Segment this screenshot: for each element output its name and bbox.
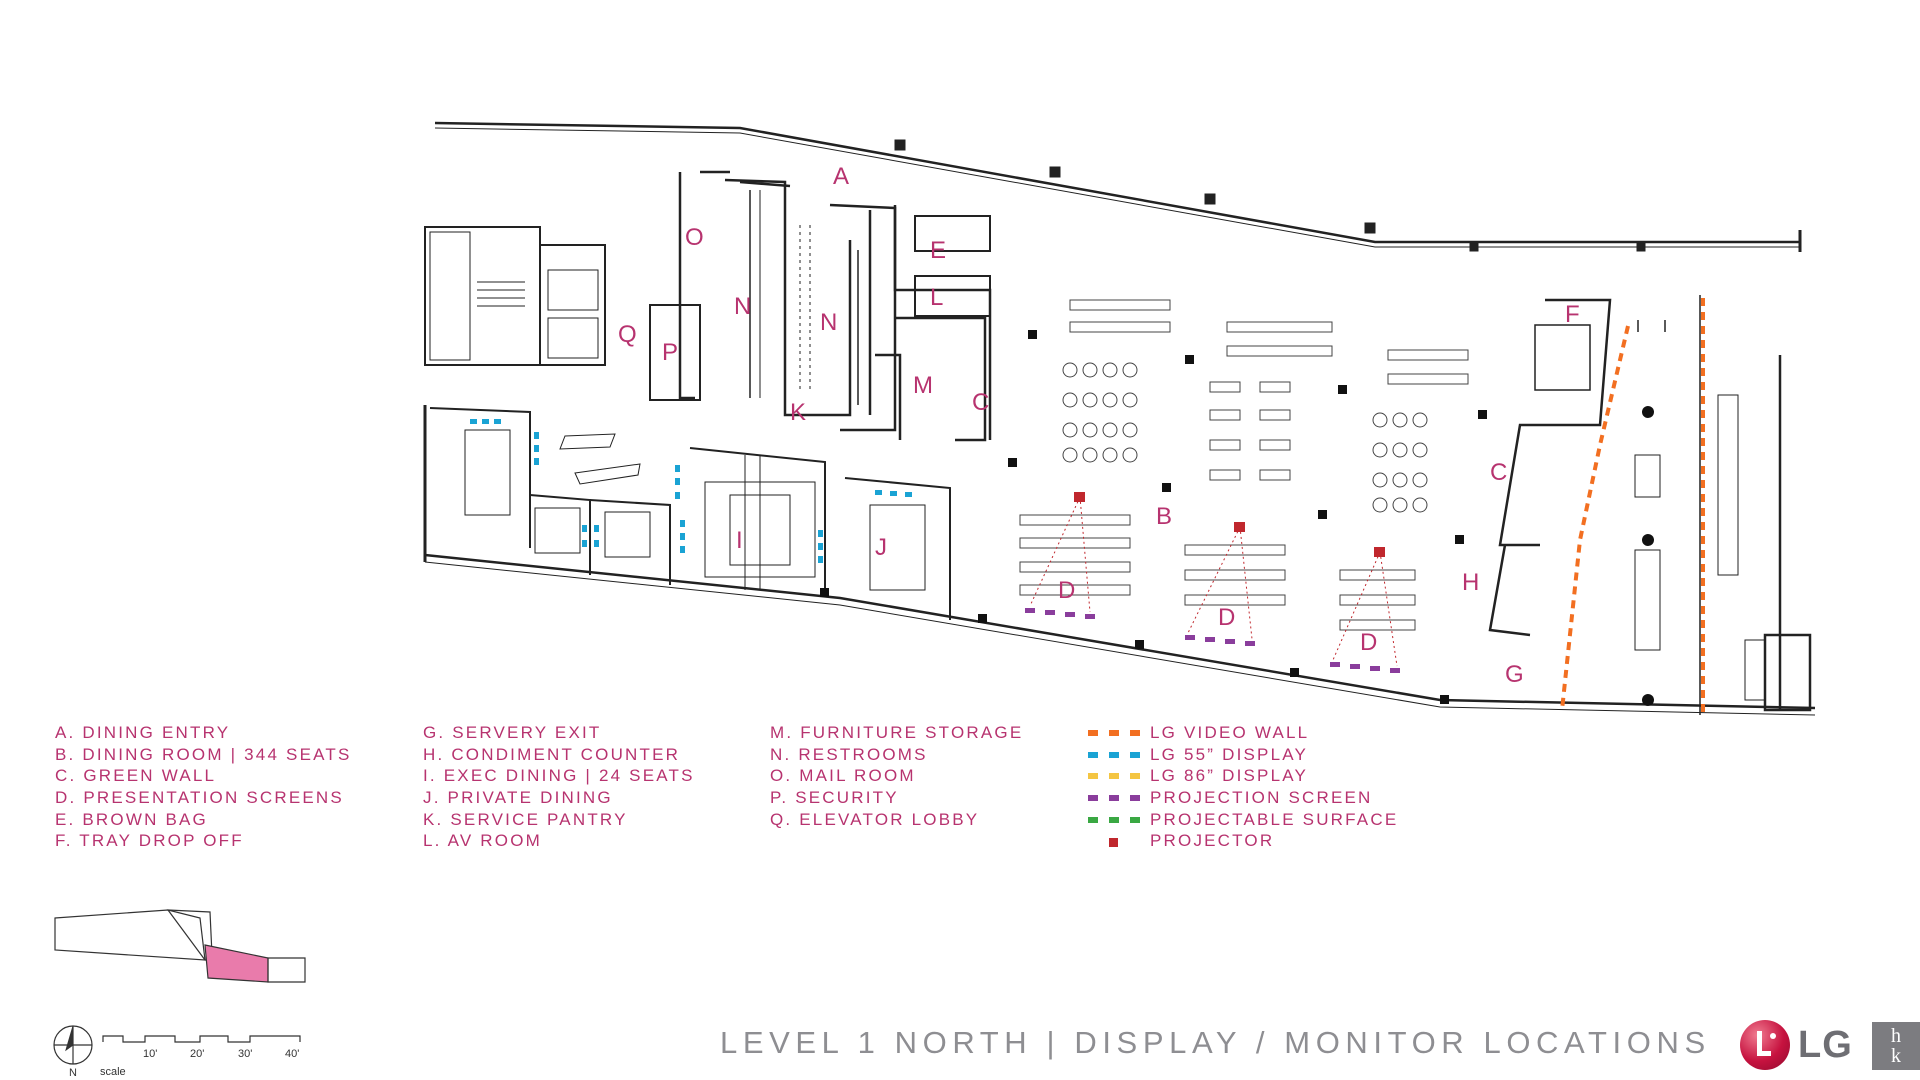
cyan-dash-swatch-icon [1088, 751, 1140, 758]
room-label-n1: N [734, 293, 751, 320]
room-label-b: B [1156, 503, 1172, 530]
lg-video-walls [1560, 298, 1705, 712]
room-label-m: M [913, 372, 933, 399]
legend-column-1: A. DINING ENTRY B. DINING ROOM | 344 SEA… [55, 722, 352, 852]
legend-item: J. PRIVATE DINING [423, 788, 613, 808]
room-label-g: G [1505, 661, 1524, 688]
projection-screens [1025, 608, 1400, 673]
room-label-a: A [833, 163, 849, 190]
legend-column-2: G. SERVERY EXIT H. CONDIMENT COUNTER I. … [423, 722, 695, 852]
room-label-i: I [736, 527, 743, 554]
scale-tick-40: 40' [285, 1048, 299, 1060]
servery [1488, 295, 1812, 715]
room-label-q: Q [618, 321, 637, 348]
dining-tables [1019, 299, 1469, 631]
service-rooms [649, 170, 992, 442]
legend-item: K. SERVICE PANTRY [423, 809, 628, 829]
key-item-projector: PROJECTOR [1088, 830, 1398, 852]
room-label-f: F [1565, 301, 1580, 328]
key-item-projection-screen: PROJECTION SCREEN [1088, 787, 1398, 809]
orange-dash-swatch-icon [1088, 729, 1140, 736]
purple-dash-swatch-icon [1088, 794, 1140, 801]
key-item-projectable-surface: PROJECTABLE SURFACE [1088, 809, 1398, 831]
legend-item: H. CONDIMENT COUNTER [423, 744, 681, 764]
north-label: N [69, 1067, 77, 1079]
room-label-k: K [790, 399, 806, 426]
legend-item: C. GREEN WALL [55, 766, 217, 786]
legend-item: B. DINING ROOM | 344 SEATS [55, 744, 352, 764]
hok-logo: h k [1872, 1022, 1920, 1070]
room-label-h: H [1462, 569, 1479, 596]
symbol-key: LG VIDEO WALL LG 55” DISPLAY LG 86” DISP… [1088, 722, 1398, 852]
legend-item: Q. ELEVATOR LOBBY [770, 809, 980, 829]
room-label-o: O [685, 224, 704, 251]
room-label-d2: D [1218, 604, 1235, 631]
room-label-d1: D [1058, 577, 1075, 604]
legend-item: A. DINING ENTRY [55, 723, 231, 742]
scale-tick-20: 20' [190, 1048, 204, 1060]
room-label-n2: N [820, 309, 837, 336]
core [424, 226, 606, 366]
room-label-j: J [875, 534, 887, 561]
legend-item: D. PRESENTATION SCREENS [55, 788, 344, 808]
south-facade [423, 405, 1816, 716]
legend-item: N. RESTROOMS [770, 744, 928, 764]
scale-label: scale [100, 1066, 126, 1078]
green-dash-swatch-icon [1088, 816, 1140, 823]
room-label-d3: D [1360, 629, 1377, 656]
red-square-swatch-icon [1088, 838, 1140, 848]
legend-column-3: M. FURNITURE STORAGE N. RESTROOMS O. MAI… [770, 722, 1023, 830]
scale-tick-10: 10' [143, 1048, 157, 1060]
projectors [1029, 492, 1398, 667]
key-item-55-display: LG 55” DISPLAY [1088, 744, 1398, 766]
room-label-l: L [930, 284, 943, 311]
room-labels: A B C C D D D E F G H I J K L M N N O P … [618, 163, 1580, 688]
lg-face-icon [1740, 1020, 1790, 1070]
page-title: LEVEL 1 NORTH | DISPLAY / MONITOR LOCATI… [720, 1025, 1711, 1060]
legend-item: F. TRAY DROP OFF [55, 831, 244, 851]
scale-bar: 10' 20' 30' 40' scale [100, 1035, 301, 1078]
room-label-c2: C [1490, 459, 1507, 486]
room-label-p: P [662, 339, 678, 366]
north-facade [434, 121, 1802, 252]
legend-item: M. FURNITURE STORAGE [770, 723, 1024, 742]
legend-item: O. MAIL ROOM [770, 766, 916, 786]
room-label-c1: C [972, 389, 989, 416]
legend-item: L. AV ROOM [423, 831, 542, 851]
legend-item: E. BROWN BAG [55, 809, 208, 829]
lg-logo: LG [1740, 1020, 1853, 1070]
key-plan [54, 909, 306, 983]
legend-item: P. SECURITY [770, 788, 899, 808]
key-item-video-wall: LG VIDEO WALL [1088, 722, 1398, 744]
scale-tick-30: 30' [238, 1048, 252, 1060]
north-arrow: N [53, 1025, 93, 1079]
lg-55-displays [470, 419, 912, 563]
key-item-86-display: LG 86” DISPLAY [1088, 765, 1398, 787]
legend-item: G. SERVERY EXIT [423, 723, 602, 742]
legend-item: I. EXEC DINING | 24 SEATS [423, 766, 695, 786]
columns [820, 330, 1654, 706]
south-rooms [429, 407, 951, 620]
yellow-dash-swatch-icon [1088, 773, 1140, 780]
lg-wordmark: LG [1798, 1023, 1853, 1066]
room-label-e: E [930, 237, 946, 264]
